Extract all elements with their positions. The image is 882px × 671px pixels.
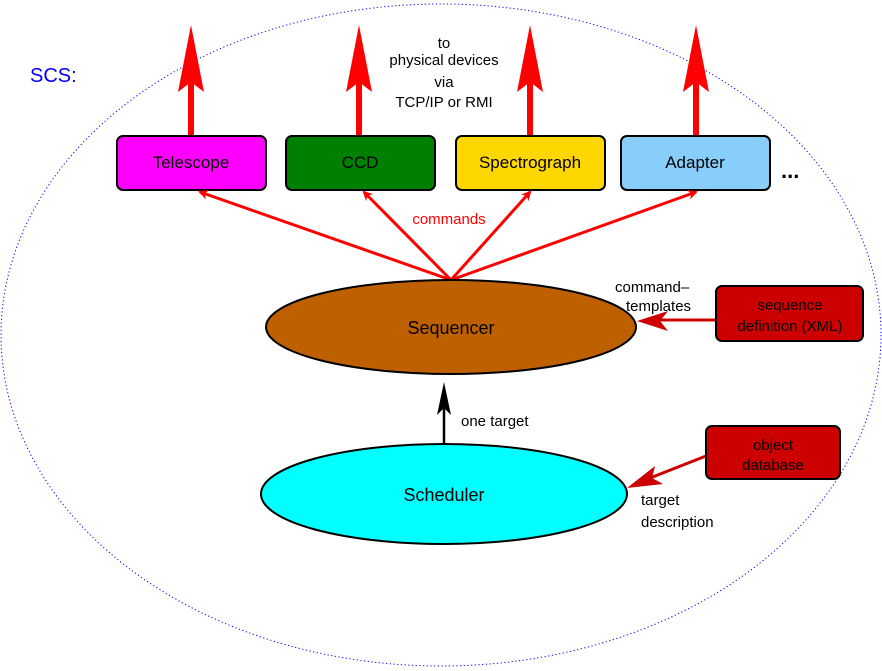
one-target-label: one target bbox=[461, 413, 529, 430]
external-note: to physical devices via TCP/IP or RMI bbox=[389, 35, 498, 111]
device-adapter[interactable]: Adapter bbox=[620, 135, 771, 191]
external-arrow-spectrograph bbox=[517, 25, 543, 136]
object-database-arrow bbox=[627, 454, 707, 488]
scheduler-node[interactable]: Scheduler bbox=[260, 443, 628, 545]
scs-boundary bbox=[0, 3, 882, 667]
sequence-definition-arrow bbox=[637, 311, 716, 331]
device-label: CCD bbox=[342, 153, 379, 172]
device-spectrograph[interactable]: Spectrograph bbox=[455, 135, 606, 191]
more-devices-ellipsis: ... bbox=[781, 158, 799, 183]
command-arrow-ccd bbox=[362, 190, 453, 282]
external-arrow-ccd bbox=[346, 25, 372, 136]
svg-text:templates: templates bbox=[626, 298, 691, 315]
command-arrow-spectrograph bbox=[449, 190, 532, 282]
device-ccd[interactable]: CCD bbox=[285, 135, 436, 191]
sequencer-label: Sequencer bbox=[407, 318, 494, 338]
device-label: Adapter bbox=[665, 153, 725, 172]
device-label: Telescope bbox=[153, 153, 230, 172]
command-arrow-telescope bbox=[198, 189, 452, 282]
external-arrow-telescope bbox=[178, 25, 204, 136]
note-line: to bbox=[438, 35, 451, 52]
command-arrows bbox=[198, 189, 698, 282]
box-line: definition (XML) bbox=[737, 318, 842, 335]
sequence-definition-box[interactable]: sequence definition (XML) bbox=[715, 285, 864, 342]
svg-text:command–: command– bbox=[615, 279, 690, 296]
sequencer-node[interactable]: Sequencer bbox=[265, 279, 637, 375]
one-target-arrow bbox=[437, 382, 451, 446]
commands-label: commands bbox=[412, 211, 485, 228]
svg-text:description: description bbox=[641, 514, 714, 531]
external-arrow-adapter bbox=[683, 25, 709, 136]
note-line: physical devices bbox=[389, 52, 498, 69]
note-line: TCP/IP or RMI bbox=[395, 94, 492, 111]
device-telescope[interactable]: Telescope bbox=[116, 135, 267, 191]
object-database-box[interactable]: object database bbox=[705, 425, 841, 480]
command-templates-label: command– templates bbox=[615, 279, 691, 315]
box-line: database bbox=[742, 457, 804, 474]
note-line: via bbox=[434, 74, 454, 91]
box-line: sequence bbox=[757, 297, 822, 314]
svg-text:target: target bbox=[641, 492, 680, 509]
external-arrows bbox=[178, 25, 709, 136]
box-line: object bbox=[753, 437, 794, 454]
target-description-label: target description bbox=[641, 492, 714, 531]
scs-label: SCS: bbox=[30, 65, 77, 87]
command-arrow-adapter bbox=[450, 189, 698, 282]
device-label: Spectrograph bbox=[479, 153, 581, 172]
scheduler-label: Scheduler bbox=[403, 485, 484, 505]
